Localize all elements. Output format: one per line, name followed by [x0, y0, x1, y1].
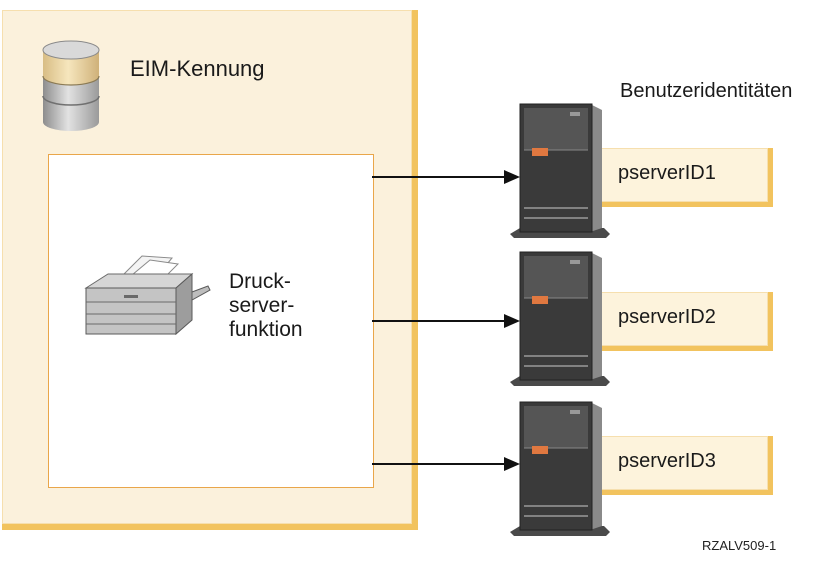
- user-identity-box-2: pserverID2: [598, 292, 773, 351]
- printer-icon: [84, 255, 211, 336]
- eim-identifier-label: EIM-Kennung: [130, 56, 265, 81]
- arrow-3: [372, 457, 520, 471]
- function-label-line-2: server-: [229, 294, 295, 317]
- server-icon: [510, 103, 610, 238]
- server-icon: [510, 401, 610, 536]
- print-server-function-label: Druck- server- funktion: [229, 270, 303, 342]
- function-label-line-1: Druck-: [229, 270, 291, 293]
- function-label-line-3: funktion: [229, 318, 303, 341]
- database-icon: [42, 40, 100, 131]
- user-identity-label-3: pserverID3: [618, 450, 716, 472]
- figure-identifier: RZALV509-1: [702, 538, 777, 553]
- arrow-1: [372, 170, 520, 184]
- user-identity-label-1: pserverID1: [618, 162, 716, 184]
- user-identities-heading: Benutzeridentitäten: [620, 80, 793, 102]
- user-identity-box-1: pserverID1: [598, 148, 773, 207]
- server-icon: [510, 251, 610, 386]
- arrow-2: [372, 314, 520, 328]
- user-identity-box-3: pserverID3: [598, 436, 773, 495]
- user-identity-label-2: pserverID2: [618, 306, 716, 328]
